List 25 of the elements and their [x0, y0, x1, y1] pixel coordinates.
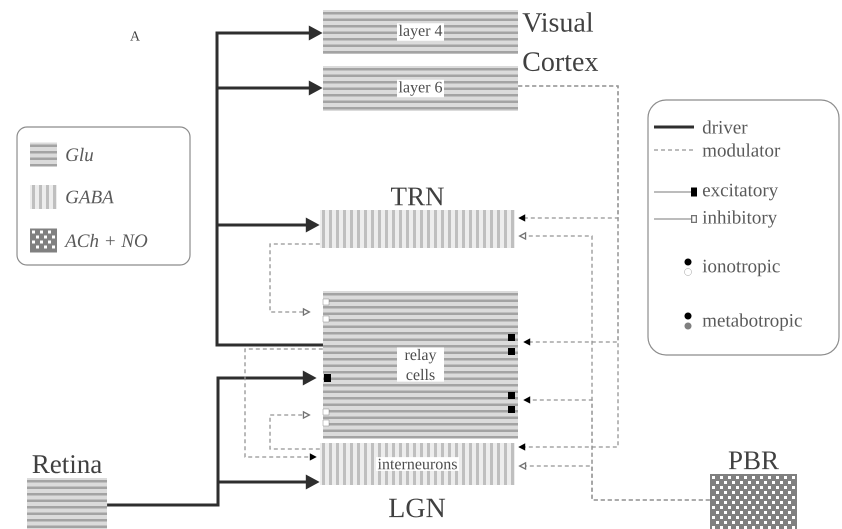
node-label: TRN	[390, 188, 444, 206]
legend-text: ionotropic	[702, 260, 780, 276]
legend-text: modulator	[702, 143, 780, 157]
panel-letter: A	[130, 31, 140, 41]
legend-text: driver	[702, 120, 748, 134]
modulator-arrow	[269, 410, 320, 450]
cell-box: interneurons	[320, 443, 515, 485]
legend-text: inhibitory	[702, 210, 778, 228]
legend-text: metabotropic	[702, 313, 802, 331]
legend-text: ACh + NO	[64, 234, 148, 248]
region-label: Visual Cortex	[522, 12, 598, 72]
legend-text: GABA	[66, 190, 114, 204]
node-label: PBR	[728, 451, 779, 470]
cortex-layer-box: layer 6	[323, 66, 518, 111]
cortex-layer-box: layer 4	[323, 10, 518, 54]
cell-box: relay cells	[323, 291, 518, 438]
nucleus-box: TRN	[320, 188, 515, 248]
modulator-arrow	[518, 85, 619, 451]
pbr-box: PBR	[710, 452, 797, 529]
region-label: LGN	[389, 498, 446, 518]
node-label: Retina	[32, 455, 102, 474]
legend-text: excitatory	[702, 184, 778, 200]
driver-arrow	[216, 218, 323, 346]
retina-box: Retina	[27, 455, 107, 529]
legend-text: Glu	[66, 148, 94, 162]
